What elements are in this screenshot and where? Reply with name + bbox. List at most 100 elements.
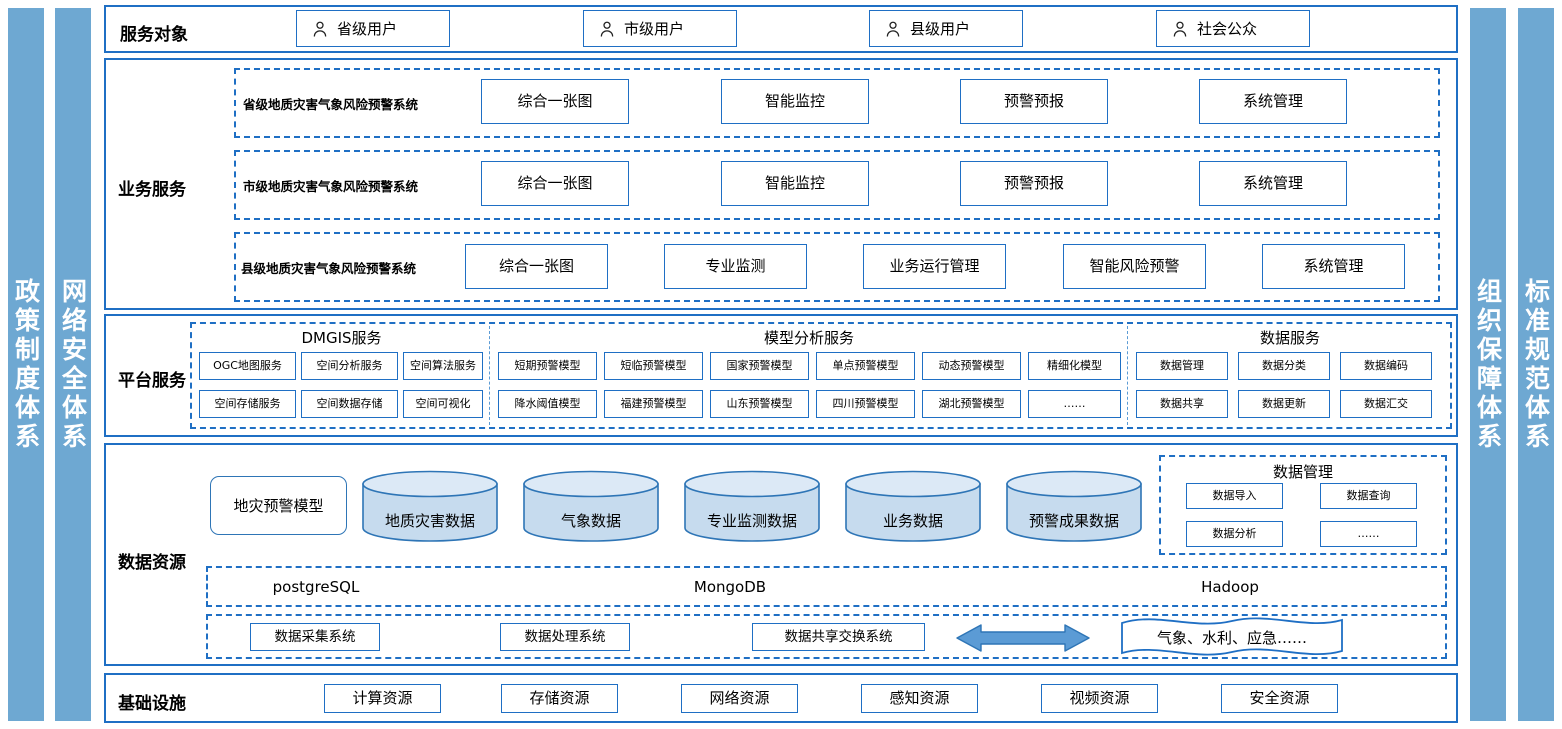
platform-dmgis-5[interactable]: 空间可视化: [403, 390, 483, 418]
platform-model-6[interactable]: 降水阈值模型: [498, 390, 597, 418]
platform-data-5[interactable]: 数据汇交: [1340, 390, 1432, 418]
platform-model-3[interactable]: 单点预警模型: [816, 352, 915, 380]
business-item-province-2[interactable]: 预警预报: [960, 79, 1108, 124]
cylinder-label: 气象数据: [560, 511, 621, 530]
left-banner-network-security: 网络安全体系: [55, 8, 91, 721]
infrastructure-item-4[interactable]: 视频资源: [1041, 684, 1158, 713]
business-item-county-3[interactable]: 智能风险预警: [1063, 244, 1206, 289]
cylinder-label: 预警成果数据: [1028, 511, 1119, 530]
platform-model-1[interactable]: 短临预警模型: [604, 352, 703, 380]
business-item-city-1[interactable]: 智能监控: [721, 161, 869, 206]
platform-dmgis-3[interactable]: 空间存储服务: [199, 390, 296, 418]
platform-dmgis-1[interactable]: 空间分析服务: [301, 352, 398, 380]
data-management-item-1[interactable]: 数据查询: [1320, 483, 1417, 509]
service-object-label: 市级用户: [624, 20, 685, 38]
database-mongodb: MongoDB: [693, 577, 767, 596]
platform-separator-1: [489, 326, 490, 425]
business-item-county-0[interactable]: 综合一张图: [465, 244, 608, 289]
service-object-chip-county[interactable]: 县级用户: [869, 10, 1023, 47]
business-group-province-title: 省级地质灾害气象风险预警系统: [243, 96, 419, 112]
platform-data-3[interactable]: 数据共享: [1136, 390, 1228, 418]
platform-data-2[interactable]: 数据编码: [1340, 352, 1432, 380]
business-item-county-2[interactable]: 业务运行管理: [863, 244, 1006, 289]
business-group-county-title: 县级地质灾害气象风险预警系统: [241, 260, 417, 276]
platform-data-1[interactable]: 数据分类: [1238, 352, 1330, 380]
cylinder-business-data[interactable]: 业务数据: [844, 470, 982, 542]
right-banner-standards: 标准规范体系: [1518, 8, 1554, 721]
platform-model-8[interactable]: 山东预警模型: [710, 390, 809, 418]
platform-model-0[interactable]: 短期预警模型: [498, 352, 597, 380]
service-object-chip-province[interactable]: 省级用户: [296, 10, 450, 47]
left-banner-network-security-label: 网络安全体系: [58, 277, 88, 452]
service-object-label: 县级用户: [910, 20, 971, 38]
system-data-processing[interactable]: 数据处理系统: [500, 623, 630, 651]
platform-data-4[interactable]: 数据更新: [1238, 390, 1330, 418]
infrastructure-item-1[interactable]: 存储资源: [501, 684, 618, 713]
left-banner-policy-label: 政策制度体系: [11, 277, 41, 452]
platform-services-row-label: 平台服务: [118, 371, 186, 391]
cylinder-warning-result-data[interactable]: 预警成果数据: [1005, 470, 1143, 542]
user-icon: [313, 21, 327, 37]
business-item-province-3[interactable]: 系统管理: [1199, 79, 1347, 124]
double-arrow-icon: [955, 623, 1091, 653]
business-group-province: [234, 68, 1440, 138]
business-item-county-4[interactable]: 系统管理: [1262, 244, 1405, 289]
systems-band: [206, 614, 1447, 659]
platform-model-9[interactable]: 四川预警模型: [816, 390, 915, 418]
data-management-item-3[interactable]: ……: [1320, 521, 1417, 547]
data-management-item-0[interactable]: 数据导入: [1186, 483, 1283, 509]
right-banner-standards-label: 标准规范体系: [1521, 277, 1551, 452]
business-item-city-2[interactable]: 预警预报: [960, 161, 1108, 206]
infrastructure-item-3[interactable]: 感知资源: [861, 684, 978, 713]
platform-groups-container: [190, 322, 1452, 429]
data-resources-row-label: 数据资源: [118, 553, 186, 573]
platform-model-2[interactable]: 国家预警模型: [710, 352, 809, 380]
infrastructure-row-label: 基础设施: [118, 694, 186, 714]
data-management-title: 数据管理: [1272, 462, 1333, 481]
cylinder-shape: [845, 470, 981, 542]
cylinder-label: 专业监测数据: [706, 511, 797, 530]
user-icon: [886, 21, 900, 37]
business-item-city-3[interactable]: 系统管理: [1199, 161, 1347, 206]
database-hadoop: Hadoop: [1201, 577, 1259, 596]
business-group-city: [234, 150, 1440, 220]
service-object-label: 省级用户: [337, 20, 398, 38]
user-icon: [600, 21, 614, 37]
data-management-item-2[interactable]: 数据分析: [1186, 521, 1283, 547]
service-objects-row-label: 服务对象: [120, 25, 188, 45]
cylinder-shape: [362, 470, 498, 542]
platform-model-11[interactable]: ……: [1028, 390, 1121, 418]
platform-group-model-title: 模型分析服务: [763, 328, 854, 347]
cylinder-meteorological-data[interactable]: 气象数据: [522, 470, 660, 542]
infrastructure-item-0[interactable]: 计算资源: [324, 684, 441, 713]
platform-model-7[interactable]: 福建预警模型: [604, 390, 703, 418]
left-banner-policy: 政策制度体系: [8, 8, 44, 721]
business-item-province-0[interactable]: 综合一张图: [481, 79, 629, 124]
platform-dmgis-2[interactable]: 空间算法服务: [403, 352, 483, 380]
platform-model-4[interactable]: 动态预警模型: [922, 352, 1021, 380]
cylinder-shape: [684, 470, 820, 542]
business-item-county-1[interactable]: 专业监测: [664, 244, 807, 289]
infrastructure-item-5[interactable]: 安全资源: [1221, 684, 1338, 713]
platform-dmgis-4[interactable]: 空间数据存储: [301, 390, 398, 418]
platform-model-10[interactable]: 湖北预警模型: [922, 390, 1021, 418]
business-item-province-1[interactable]: 智能监控: [721, 79, 869, 124]
system-data-collection[interactable]: 数据采集系统: [250, 623, 380, 651]
cylinder-geohazard-data[interactable]: 地质灾害数据: [361, 470, 499, 542]
platform-separator-2: [1127, 326, 1128, 425]
cylinder-shape: [523, 470, 659, 542]
databases-band: [206, 566, 1447, 607]
infrastructure-item-2[interactable]: 网络资源: [681, 684, 798, 713]
system-data-exchange[interactable]: 数据共享交换系统: [752, 623, 925, 651]
right-banner-organization-label: 组织保障体系: [1473, 277, 1503, 452]
platform-model-5[interactable]: 精细化模型: [1028, 352, 1121, 380]
cylinder-label: 地质灾害数据: [384, 511, 475, 530]
service-object-chip-city[interactable]: 市级用户: [583, 10, 737, 47]
business-item-city-0[interactable]: 综合一张图: [481, 161, 629, 206]
platform-data-0[interactable]: 数据管理: [1136, 352, 1228, 380]
data-model-box[interactable]: 地灾预警模型: [210, 476, 347, 535]
cylinder-professional-monitoring-data[interactable]: 专业监测数据: [683, 470, 821, 542]
user-icon: [1173, 21, 1187, 37]
service-object-chip-public[interactable]: 社会公众: [1156, 10, 1310, 47]
platform-dmgis-0[interactable]: OGC地图服务: [199, 352, 296, 380]
